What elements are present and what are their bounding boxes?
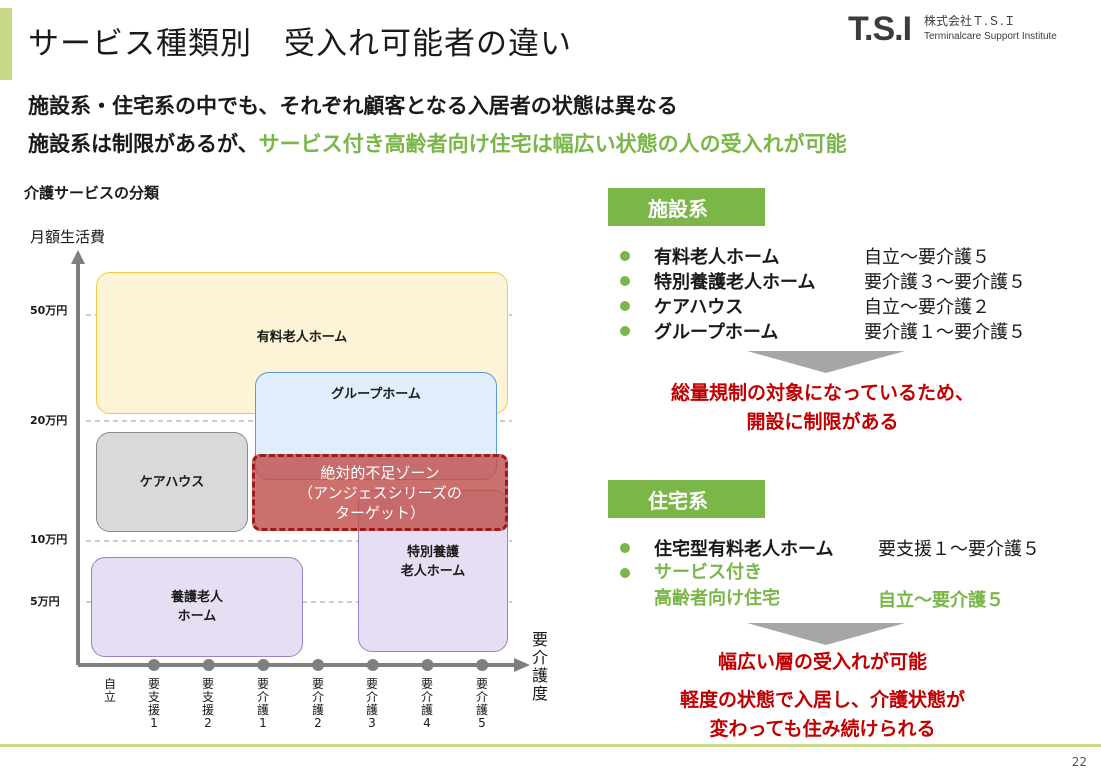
bullet-dot xyxy=(620,251,630,261)
list-item-range: 要介護３～要介護５ xyxy=(864,272,1026,293)
x-axis-tick-dot xyxy=(312,659,325,671)
badge-shisetsu: 施設系 xyxy=(608,188,765,226)
logo-company-name: 株式会社Ｔ.Ｓ.Ｉ xyxy=(924,14,1016,28)
down-arrow-icon xyxy=(747,623,905,645)
list-item-name: 特別養護老人ホーム xyxy=(654,272,816,293)
y-label-5man: 5万円 xyxy=(30,595,60,608)
box-care-house: ケアハウス xyxy=(96,432,248,532)
jutaku-note-2: 軽度の状態で入居し、介護状態が 変わっても住み続けられる xyxy=(679,689,965,740)
y-label-10man: 10万円 xyxy=(30,533,68,546)
x-axis-tick-dot xyxy=(202,659,215,671)
y-label-20man: 20万円 xyxy=(30,414,68,427)
logo-mark: T.S.I xyxy=(848,10,912,48)
x-label-yoshien-1: 要 支 援 1 xyxy=(147,677,160,730)
logo-tagline: Terminalcare Support Institute xyxy=(924,31,1057,42)
x-axis-tick-dot xyxy=(257,659,270,671)
list-item-range: 要介護１～要介護５ xyxy=(864,322,1026,343)
bullet-dot xyxy=(620,568,630,578)
box-yogo-rojin-home: 養護老人 ホーム xyxy=(91,557,303,657)
list-item-name: 有料老人ホーム xyxy=(654,247,780,268)
page-title: サービス種類別 受入れ可能者の違い xyxy=(28,26,572,62)
list-item-range: 自立～要介護５ xyxy=(864,247,990,268)
x-label-yokaigo-4: 要 介 護 4 xyxy=(420,677,433,730)
x-label-yokaigo-1: 要 介 護 1 xyxy=(256,677,269,730)
footer-line xyxy=(0,744,1101,747)
bullet-dot xyxy=(620,326,630,336)
badge-jutaku: 住宅系 xyxy=(608,480,765,518)
x-label-jiritsu: 自 立 xyxy=(103,677,116,704)
list-item-name: 住宅型有料老人ホーム xyxy=(654,539,834,560)
x-axis-tick-dot xyxy=(148,659,160,671)
list-item-range: 自立～要介護２ xyxy=(864,297,990,318)
page-number: 22 xyxy=(1071,755,1087,769)
x-label-yokaigo-3: 要 介 護 3 xyxy=(365,677,378,730)
x-axis-title: 要 介 護 度 xyxy=(531,630,548,703)
x-label-yoshien-2: 要 支 援 2 xyxy=(201,677,214,730)
headline-2: 施設系は制限があるが、サービス付き高齢者向け住宅は幅広い状態の人の受入れが可能 xyxy=(28,128,847,158)
jutaku-note-1: 幅広い層の受入れが可能 xyxy=(717,651,927,673)
x-axis-tick-dot xyxy=(421,659,434,671)
list-item-name: グループホーム xyxy=(654,322,779,343)
x-axis-tick-dot xyxy=(366,659,379,671)
down-arrow-icon xyxy=(747,351,905,373)
y-axis-arrow xyxy=(71,250,85,264)
x-label-yokaigo-5: 要 介 護 5 xyxy=(475,677,488,730)
list-item-name: サービス付き 高齢者向け住宅 xyxy=(654,562,780,609)
list-item-range: 要支援１～要介護５ xyxy=(878,539,1040,560)
x-axis-arrow xyxy=(514,658,530,672)
company-logo: T.S.I 株式会社Ｔ.Ｓ.Ｉ Terminalcare Support Ins… xyxy=(848,10,1088,50)
y-label-50man: 50万円 xyxy=(30,304,68,317)
y-axis-title: 月額生活費 xyxy=(30,228,106,246)
headline-2-prefix: 施設系は制限があるが、 xyxy=(28,132,259,156)
bullet-dot xyxy=(620,276,630,286)
headline-1: 施設系・住宅系の中でも、それぞれ顧客となる入居者の状態は異なる xyxy=(28,94,678,118)
shisetsu-note: 総量規制の対象になっているため、 開設に制限がある xyxy=(670,382,975,433)
list-item-name: ケアハウス xyxy=(654,297,744,318)
box-shortage-zone: 絶対的不足ゾーン （アンジェスシリーズの ターゲット） xyxy=(252,454,508,531)
headline-2-highlight: サービス付き高齢者向け住宅は幅広い状態の人の受入れが可能 xyxy=(258,132,847,156)
x-label-yokaigo-2: 要 介 護 2 xyxy=(311,677,324,730)
list-item-range: 自立～要介護５ xyxy=(878,590,1004,611)
x-axis-tick-dot xyxy=(476,659,489,671)
bullet-dot xyxy=(620,301,630,311)
title-accent-bar xyxy=(0,8,12,80)
chart-title: 介護サービスの分類 xyxy=(24,184,160,202)
bullet-dot xyxy=(620,543,630,553)
